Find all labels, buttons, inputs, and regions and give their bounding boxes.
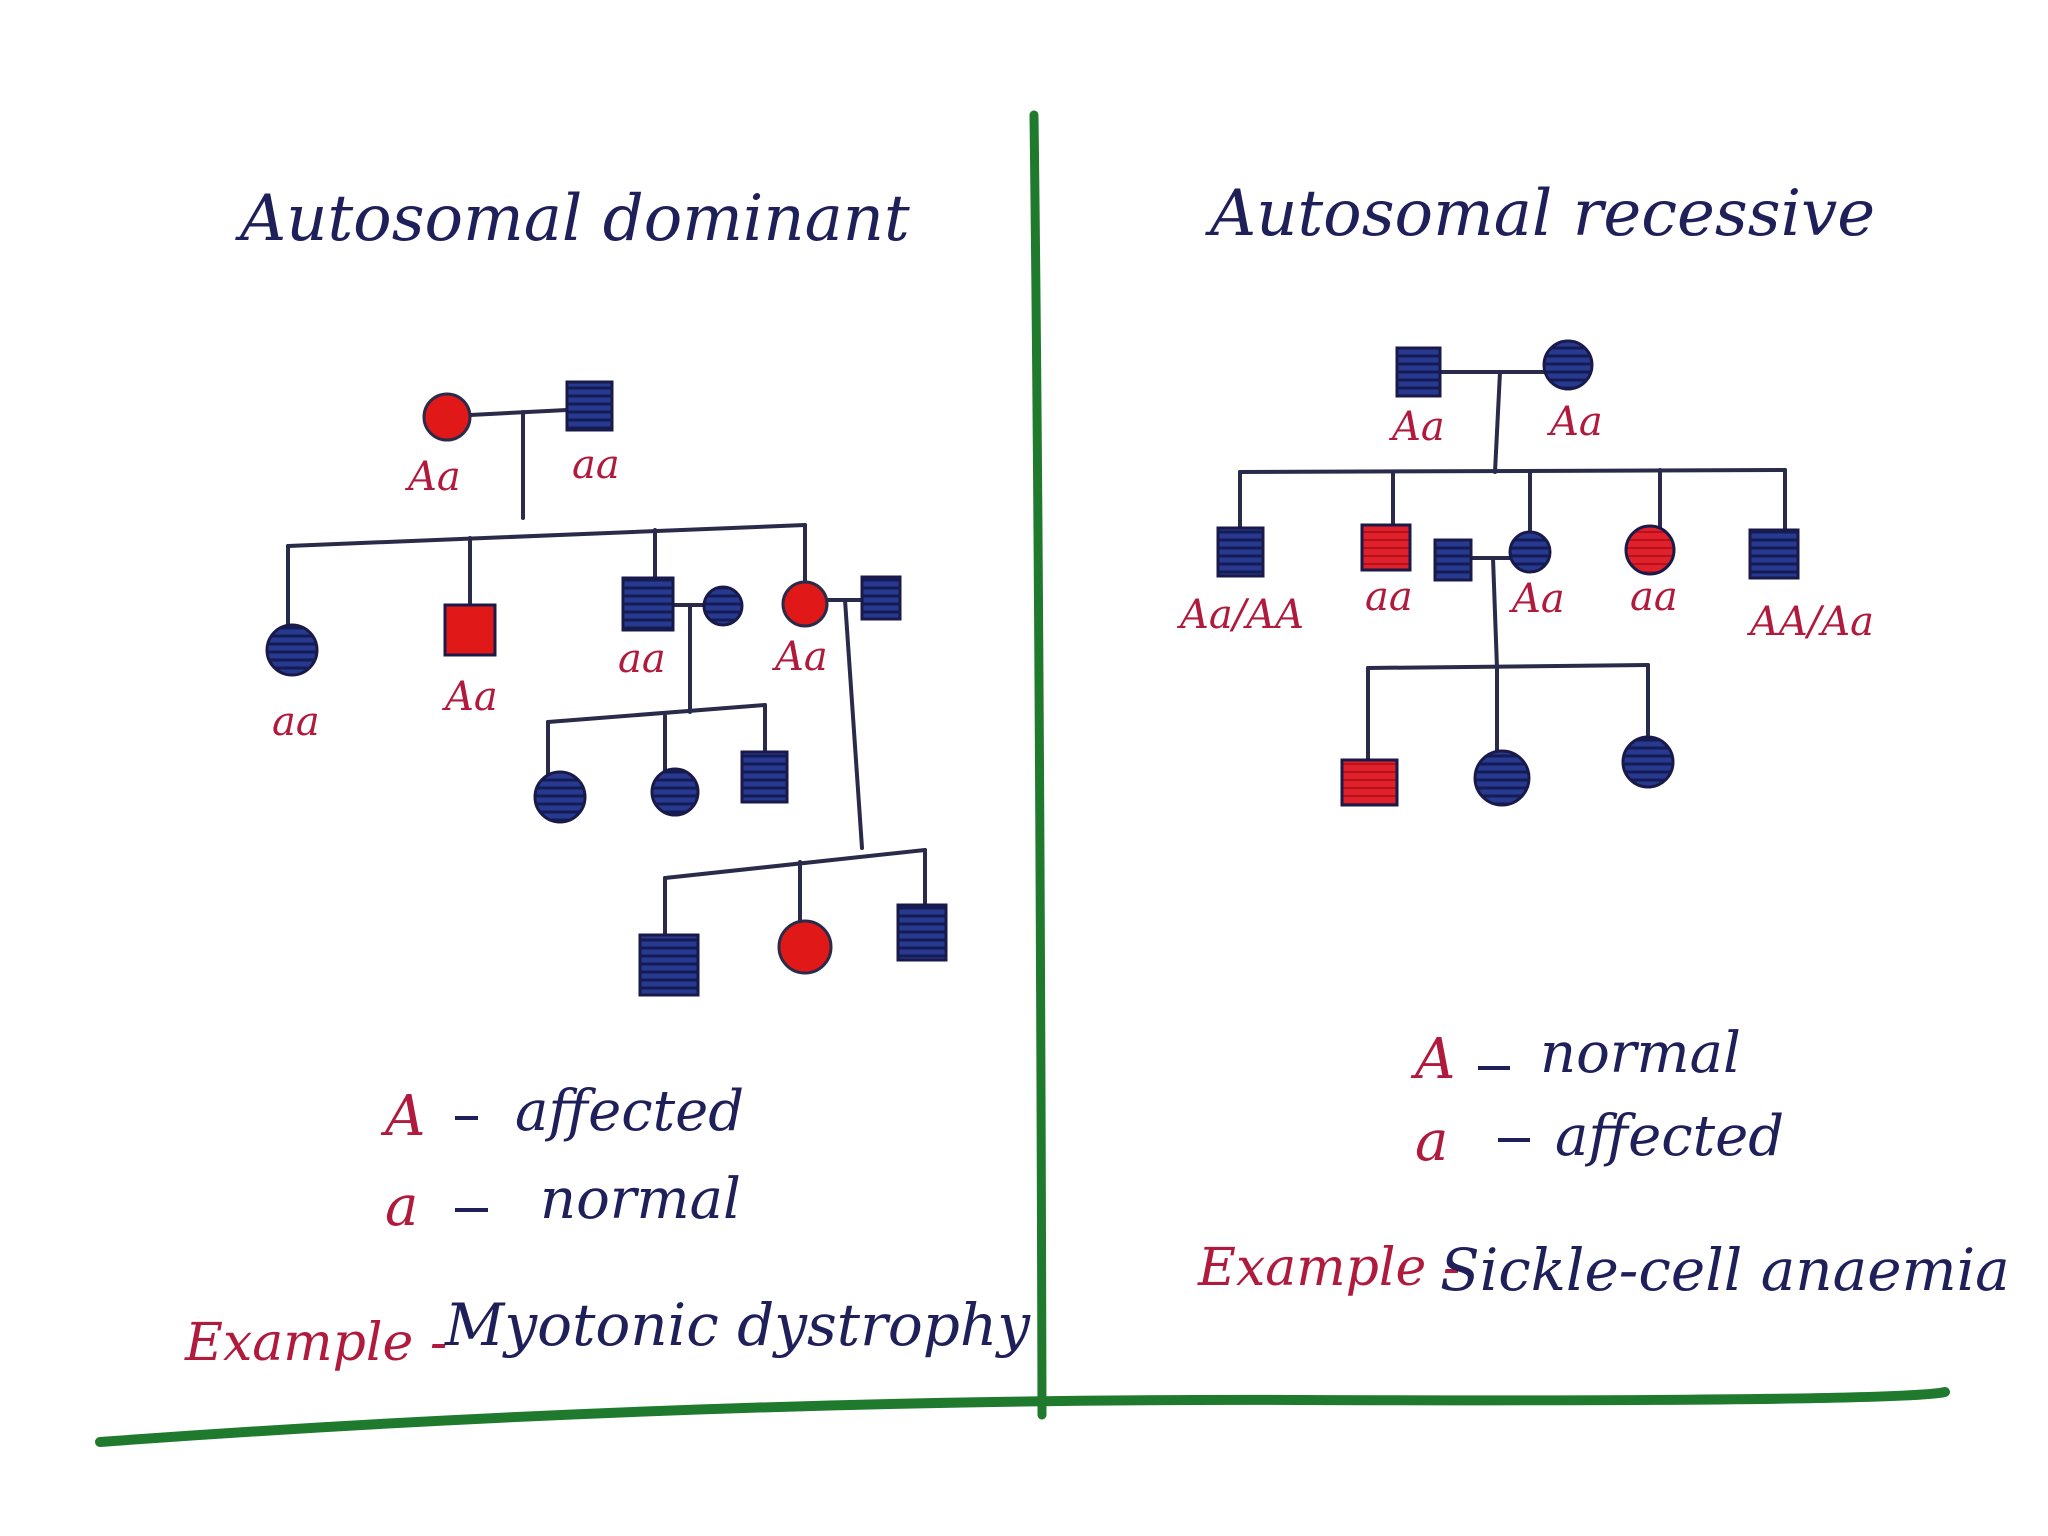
left-g1-mother xyxy=(422,392,472,442)
right-legend-letter-1: A xyxy=(1410,1027,1455,1092)
right-pedigree-lines xyxy=(1238,370,1787,762)
right-g1-mother xyxy=(1542,339,1594,391)
left-g2-daughter-2-spouse xyxy=(860,575,902,621)
left-g2-genotype-3: aa xyxy=(618,636,666,682)
left-g2-son-2-spouse xyxy=(702,585,744,627)
left-title: Autosomal dominant xyxy=(235,182,910,256)
right-g1-mother-genotype: Aa xyxy=(1546,399,1603,445)
left-g2-daughter-2 xyxy=(781,580,829,628)
left-legend: A affected a normal xyxy=(380,1079,744,1239)
left-g2-daughter-1 xyxy=(265,623,319,677)
right-title: Autosomal recessive xyxy=(1205,177,1875,251)
right-g2-son-1 xyxy=(1216,526,1265,578)
left-legend-meaning-1: affected xyxy=(515,1079,744,1144)
left-legend-letter-2: a xyxy=(385,1174,418,1239)
left-g3a-son xyxy=(740,750,789,804)
bottom-divider xyxy=(95,1387,1950,1447)
left-example-value: Myotonic dystrophy xyxy=(444,1291,1031,1359)
right-example-value: Sickle-cell anaemia xyxy=(1440,1236,2010,1304)
right-g1-father xyxy=(1395,346,1442,398)
left-g2-son-1 xyxy=(443,603,497,657)
right-g2-daughter-1 xyxy=(1508,530,1552,574)
right-g2-daughter-1-spouse xyxy=(1433,538,1473,582)
left-g2-son-2 xyxy=(621,576,675,632)
left-g3b-son-1 xyxy=(638,933,700,997)
right-panel: Autosomal recessive Aa Aa xyxy=(1176,177,2010,1304)
left-g3a-daughter-1 xyxy=(533,770,587,824)
right-g2-genotype-4: aa xyxy=(1630,574,1678,620)
right-example-label: Example - xyxy=(1197,1238,1460,1298)
left-g3a-daughter-2 xyxy=(650,767,700,817)
right-g2-genotype-1: Aa/AA xyxy=(1176,592,1304,638)
right-legend-letter-2: a xyxy=(1415,1109,1448,1174)
left-g2-genotype-2: Aa xyxy=(441,674,498,720)
left-g3b-son-2 xyxy=(896,903,948,962)
left-g1-father xyxy=(565,380,614,432)
left-legend-meaning-2: normal xyxy=(540,1167,741,1232)
right-legend-meaning-1: normal xyxy=(1540,1021,1741,1086)
vertical-divider xyxy=(1029,110,1047,1420)
right-g2-genotype-2: aa xyxy=(1365,574,1413,620)
right-g2-genotype-3: Aa xyxy=(1508,576,1565,622)
right-g2-daughter-2 xyxy=(1624,524,1676,576)
left-g2-genotype-4: Aa xyxy=(771,634,828,680)
left-g3b-daughter xyxy=(777,919,833,975)
right-g2-son-2 xyxy=(1360,523,1412,572)
right-legend-meaning-2: affected xyxy=(1555,1104,1784,1169)
right-legend: A normal a affected xyxy=(1410,1021,1784,1174)
left-example-label: Example - xyxy=(184,1313,447,1373)
left-legend-letter-1: A xyxy=(380,1084,425,1149)
right-g3-daughter-1 xyxy=(1473,749,1531,807)
left-g1-father-genotype: aa xyxy=(572,442,620,488)
right-g3-daughter-2 xyxy=(1621,735,1675,789)
left-g1-mother-genotype: Aa xyxy=(404,454,461,500)
left-pedigree-lines xyxy=(286,408,927,937)
right-g1-father-genotype: Aa xyxy=(1388,404,1445,450)
left-panel: Autosomal dominant Aa aa xyxy=(184,182,1031,1373)
right-g3-son xyxy=(1340,758,1399,807)
right-g2-genotype-5: AA/Aa xyxy=(1746,599,1874,645)
right-g2-son-3 xyxy=(1748,528,1800,580)
left-g2-genotype-1: aa xyxy=(272,699,320,745)
